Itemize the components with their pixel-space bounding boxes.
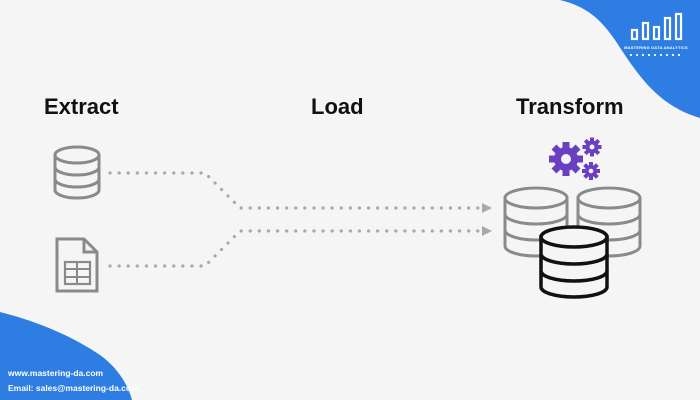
stage-title-load: Load [311, 94, 364, 119]
logo-bar [641, 21, 650, 41]
logo-bar [630, 28, 639, 41]
database-icon [53, 145, 101, 200]
flow-line-database [108, 171, 480, 210]
logo-dots [629, 53, 681, 57]
flow-lines [108, 171, 480, 268]
footer-website: www.mastering-da.com [8, 368, 104, 378]
spreadsheet-icon [55, 237, 99, 293]
brand-logo [630, 12, 683, 41]
flow-line-spreadsheet [108, 229, 480, 268]
logo-bar [663, 16, 672, 41]
logo-bar [652, 25, 661, 41]
database-stack-icon [503, 186, 642, 299]
brand-name: MASTERING DATA ANALYTICS [624, 45, 688, 50]
footer-email: Email: sales@mastering-da.com [8, 383, 139, 393]
logo-bar [674, 12, 683, 41]
arrowhead [482, 203, 492, 213]
arrowhead [482, 226, 492, 236]
corner-decoration-bottom-left [0, 312, 132, 400]
arrowheads [482, 203, 492, 236]
stage-title-extract: Extract [44, 94, 119, 119]
gears-icon [549, 137, 602, 180]
target-database-front [539, 225, 609, 299]
stage-title-transform: Transform [516, 94, 624, 119]
